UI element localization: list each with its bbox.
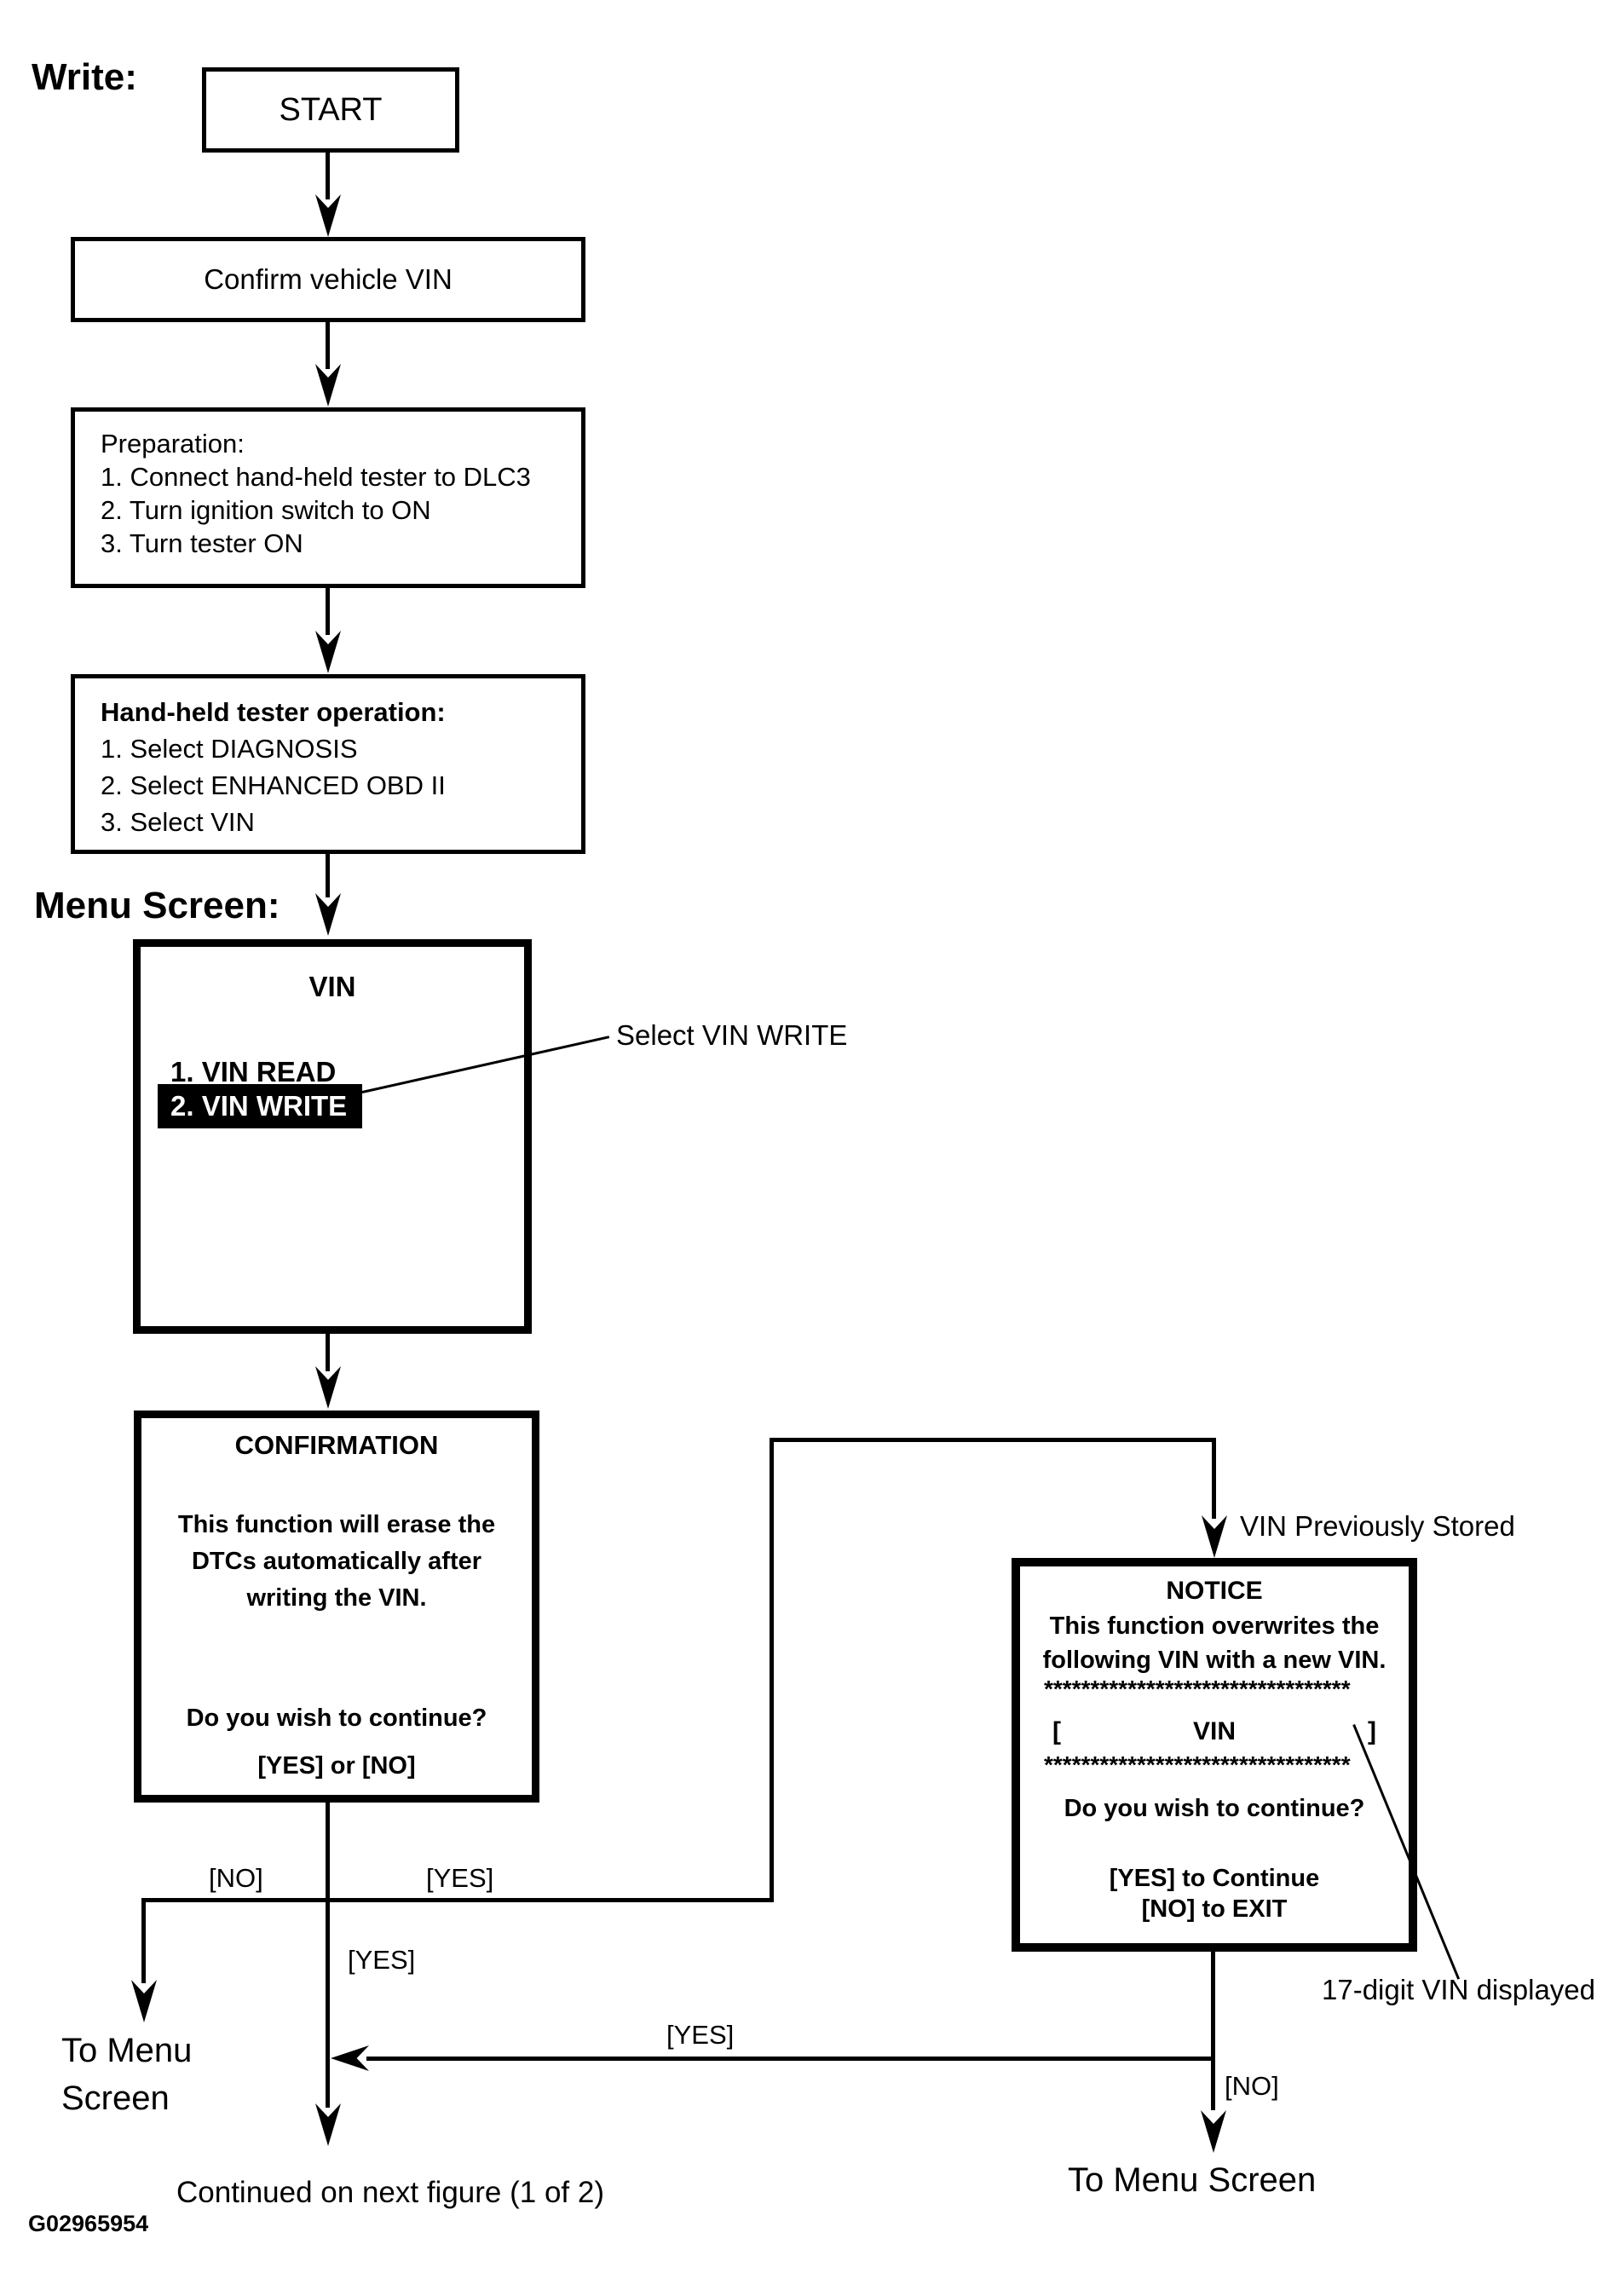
connector-confirm-preparation <box>326 321 330 369</box>
vin-previously-stored-label: VIN Previously Stored <box>1240 1510 1515 1542</box>
connector-start-confirm <box>326 152 330 199</box>
screen-notice: NOTICE This function overwrites the foll… <box>1012 1558 1417 1952</box>
flow-node-confirm-vin: Confirm vehicle VIN <box>71 237 585 322</box>
notice-star-row: ********************************* <box>1044 1676 1351 1702</box>
arrowhead-into-notice <box>1202 1515 1227 1558</box>
notice-star-row: ********************************* <box>1044 1751 1351 1778</box>
confirmation-title: CONFIRMATION <box>234 1430 439 1460</box>
tester-operation-step: 3. Select VIN <box>101 807 255 837</box>
branch-label-yes: [YES] <box>426 1863 494 1893</box>
notice-bracket-open: [ <box>1052 1717 1061 1745</box>
connector-notice-down <box>1211 1950 1215 2110</box>
arrowhead-testerop-vinmenu <box>315 893 341 936</box>
branch-label-no-notice: [NO] <box>1225 2071 1279 2101</box>
flow-node-tester-operation: Hand-held tester operation: 1. Select DI… <box>71 674 585 854</box>
confirmation-question: Do you wish to continue? <box>186 1705 487 1732</box>
branch-label-yes-center: [YES] <box>348 1945 416 1975</box>
tester-operation-title: Hand-held tester operation: <box>101 697 446 727</box>
menu-screen-label: Menu Screen: <box>34 885 280 926</box>
vin-menu-item-write-highlighted: 2. VIN WRITE <box>158 1084 362 1128</box>
arrowhead-continued <box>315 2103 341 2146</box>
connector-no-tomenu <box>141 1898 146 1983</box>
arrowhead-confirm-preparation <box>315 364 341 407</box>
vin-17-digit-label: 17-digit VIN displayed <box>1322 1974 1596 2005</box>
notice-title: NOTICE <box>1166 1577 1263 1605</box>
connector-yes-into-notice <box>1212 1438 1216 1519</box>
arrowhead-no-tomenu <box>131 1980 157 2022</box>
connector-yes-return <box>366 2057 1214 2061</box>
connector-junction-horizontal <box>141 1898 773 1902</box>
to-menu-screen-left-label: Screen <box>61 2080 170 2117</box>
connector-yes-up <box>770 1438 774 1902</box>
connector-vinmenu-confirmation <box>326 1333 330 1371</box>
arrowhead-start-confirm <box>315 194 341 237</box>
tester-operation-step: 2. Select ENHANCED OBD II <box>101 770 446 800</box>
arrowhead-yes-return <box>331 2045 369 2071</box>
preparation-title: Preparation: <box>101 429 245 459</box>
to-menu-screen-left-label: To Menu <box>61 2032 193 2069</box>
figure-id: G02965954 <box>28 2211 149 2236</box>
arrowhead-notice-tomenu <box>1201 2110 1226 2153</box>
preparation-step: 2. Turn ignition switch to ON <box>101 495 431 525</box>
arrowhead-preparation-testerop <box>315 631 341 673</box>
confirmation-text-line: This function will erase the <box>177 1511 496 1538</box>
notice-vin-placeholder: VIN <box>1192 1717 1236 1745</box>
flow-node-start: START <box>202 67 459 153</box>
continued-caption: Continued on next figure (1 of 2) <box>176 2176 604 2209</box>
preparation-step: 1. Connect hand-held tester to DLC3 <box>101 462 531 492</box>
connector-preparation-testerop <box>326 587 330 635</box>
confirmation-options: [YES] or [NO] <box>257 1752 416 1780</box>
select-vin-write-label: Select VIN WRITE <box>616 1019 848 1051</box>
notice-text-line: following VIN with a new VIN. <box>1042 1647 1387 1674</box>
preparation-step: 3. Turn tester ON <box>101 528 303 558</box>
arrowhead-vinmenu-confirmation <box>315 1366 341 1409</box>
screen-confirmation: CONFIRMATION This function will erase th… <box>134 1410 539 1803</box>
tester-operation-step: 1. Select DIAGNOSIS <box>101 734 358 764</box>
vin-menu-item-read: 1. VIN READ <box>170 1056 337 1087</box>
branch-label-yes-horizontal: [YES] <box>666 2020 735 2050</box>
vin-menu-title: VIN <box>308 971 356 1002</box>
write-section-label: Write: <box>32 56 137 98</box>
flow-node-preparation: Preparation: 1. Connect hand-held tester… <box>71 407 585 588</box>
notice-option-no: [NO] to EXIT <box>1141 1895 1288 1923</box>
confirmation-text-line: DTCs automatically after <box>191 1548 482 1575</box>
notice-option-yes: [YES] to Continue <box>1109 1865 1320 1892</box>
to-menu-screen-right-label: To Menu Screen <box>1068 2161 1317 2199</box>
confirmation-text-line: writing the VIN. <box>246 1584 427 1612</box>
screen-vin-menu: VIN 1. VIN READ 2. VIN WRITE <box>133 939 532 1334</box>
notice-bracket-close: ] <box>1367 1717 1376 1745</box>
connector-yes-over <box>770 1438 1214 1442</box>
branch-label-no: [NO] <box>209 1863 263 1893</box>
connector-confirmation-down <box>326 1801 330 2108</box>
notice-text-line: This function overwrites the <box>1049 1612 1380 1640</box>
connector-testerop-vinmenu <box>326 853 330 897</box>
notice-question: Do you wish to continue? <box>1064 1795 1365 1822</box>
